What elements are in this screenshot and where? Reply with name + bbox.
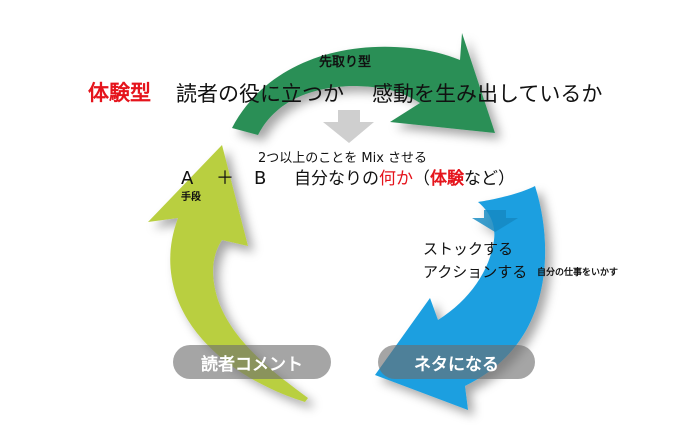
mix-caption: 2つ以上のことを Mix させる [258,151,428,166]
b-desc-red-taiken: 体験 [430,169,464,189]
lime-curved-arrow-icon [148,145,308,402]
headline-yaku-ni-tatsu: 読者の役に立つか [176,82,344,106]
headline-taiken-gata: 体験型 [88,81,151,105]
green-curved-arrow-icon [232,33,495,135]
work-note: 自分の仕事をいかす [537,268,619,278]
term-b-description: 自分なりの何か（体験など） [294,171,515,188]
arrow-label-senshu: 先取り型 [319,55,372,70]
b-desc-red-nanika: 何か [379,169,413,189]
reader-comment-pill: 読者コメント [173,345,331,379]
stock-label: ストックする [423,240,514,258]
b-desc-part-1: 自分なりの [294,169,379,189]
headline-kandou: 感動を生み出しているか [372,82,603,106]
action-label: アクションする [423,263,528,281]
b-desc-paren: （ [413,169,430,189]
term-b: B [254,168,267,189]
term-a: A [181,168,194,189]
neta-ni-naru-pill: ネタになる [378,345,535,379]
gray-down-arrow-icon [323,110,374,143]
a-subtitle-shudan: 手段 [181,192,201,203]
b-desc-part-2: など） [464,169,515,189]
plus-sign: ＋ [216,168,234,189]
